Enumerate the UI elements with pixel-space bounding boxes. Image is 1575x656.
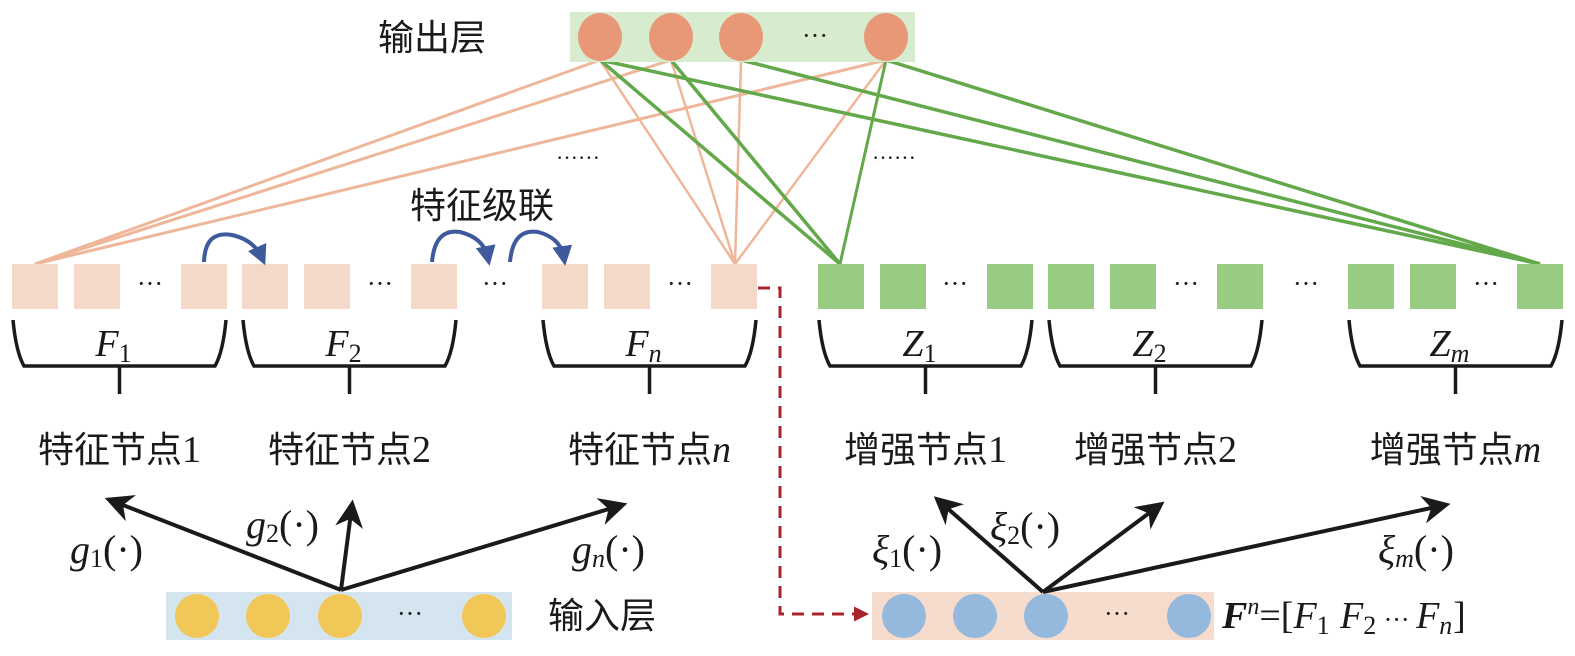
- row-ellipsis: ···: [1293, 269, 1319, 298]
- feature-output-connection: [669, 59, 737, 265]
- mapping-arrow-g2: [335, 499, 364, 591]
- input-node: [175, 594, 219, 638]
- enhancement-group-label: 增强节点2: [1074, 429, 1237, 471]
- enhancement-connection-ellipsis: ······: [872, 145, 916, 170]
- enhancement-group-label: 增强节点1: [844, 429, 1007, 471]
- enhancement-input-node: [953, 594, 997, 638]
- cascade-arrows: [202, 229, 573, 266]
- mapping-arrow-gn: [340, 498, 628, 592]
- mapping-label-xim: ξm(·): [1378, 527, 1454, 573]
- row-ellipsis: ···: [1473, 269, 1499, 298]
- enhancement-node: [880, 264, 926, 309]
- feature-node-row: ··· ··· ··· ···: [12, 264, 757, 309]
- output-node: [864, 13, 908, 61]
- enhancement-node: [987, 264, 1033, 309]
- enhancement-output-connection: [740, 58, 1541, 266]
- enhancement-node: [1410, 264, 1456, 309]
- input-layer: ··· 输入层: [166, 592, 656, 640]
- feature-node: [711, 264, 757, 309]
- enhancement-group-label: 增强节点m: [1370, 429, 1541, 471]
- feature-group-label: 特征节点1: [38, 429, 201, 471]
- mapping-label-xi2: ξ2(·): [990, 504, 1060, 550]
- output-node: [578, 13, 622, 61]
- input-node: [246, 594, 290, 638]
- feature-output-connection: [733, 59, 743, 265]
- mapping-label-g1: g1(·): [70, 527, 143, 573]
- feature-node: [304, 264, 350, 309]
- enhancement-output-connection: [669, 58, 842, 266]
- mapping-arrow-g1: [104, 495, 342, 592]
- mapping-label-g2: g2(·): [246, 502, 319, 548]
- enhancement-node-row: ··· ··· ··· ···: [818, 264, 1563, 309]
- enhancement-node: [1110, 264, 1156, 309]
- mapping-label-xi1: ξ1(·): [872, 527, 942, 573]
- feature-output-connection: [598, 59, 737, 265]
- input-layer-label: 输入层: [548, 596, 656, 637]
- enhancement-node: [1048, 264, 1094, 309]
- group-brackets: F1 特征节点1 F2 特征节点2 Fn 特征节点n Z1 增强节点1 Z2 增强节点2 Zm 增强节…: [11, 319, 1564, 471]
- output-layer: ··· 输出层: [378, 12, 915, 62]
- output-node: [719, 13, 763, 61]
- feature-group-label: 特征节点n: [568, 429, 731, 471]
- feature-node: [604, 264, 650, 309]
- feature-output-connection: [34, 58, 672, 266]
- feature-node: [411, 264, 457, 309]
- enhancement-output-connection: [599, 58, 1541, 266]
- row-ellipsis: ···: [942, 269, 968, 298]
- feature-node: [12, 264, 58, 309]
- input-node: [318, 594, 362, 638]
- enhancement-input-layer: ···: [872, 592, 1214, 640]
- feature-node: [242, 264, 288, 309]
- feature-connection-ellipsis: ······: [556, 145, 600, 170]
- mapping-arrow-xi1: [933, 496, 1045, 594]
- enhancement-node: [1217, 264, 1263, 309]
- feature-output-connection: [34, 58, 887, 266]
- mapping-arrow-xim: [1042, 496, 1451, 594]
- enhancement-node: [1348, 264, 1394, 309]
- enhancement-input-node: [1167, 594, 1211, 638]
- enhancement-input-ellipsis: ···: [1104, 599, 1130, 628]
- enhancement-input-node: [882, 594, 926, 638]
- row-ellipsis: ···: [482, 269, 508, 298]
- cascade-arrow-3: [508, 229, 573, 266]
- feature-concat-formula: Fn=[F1 F2 ··· Fn ]: [1221, 594, 1466, 640]
- feature-node: [74, 264, 120, 309]
- connection-lines: [34, 58, 1541, 266]
- enhancement-group-symbol: Zm: [1430, 323, 1470, 368]
- feature-output-connection: [34, 58, 601, 266]
- output-node: [649, 13, 693, 61]
- feature-group-symbol: F1: [94, 323, 131, 368]
- enhancement-group-symbol: Z2: [1132, 323, 1166, 368]
- formula-text: Fn=[F1 F2 ··· Fn ]: [1221, 594, 1466, 640]
- row-ellipsis: ···: [367, 269, 393, 298]
- enhancement-group-symbol: Z1: [902, 323, 936, 368]
- enhancement-input-node: [1024, 594, 1068, 638]
- output-layer-label: 输出层: [378, 18, 486, 59]
- feature-group-symbol: F2: [324, 323, 361, 368]
- enhancement-node: [818, 264, 864, 309]
- feature-group-label: 特征节点2: [268, 429, 431, 471]
- output-layer-ellipsis: ···: [802, 21, 828, 50]
- mapping-label-gn: gn(·): [572, 527, 645, 573]
- input-node: [462, 594, 506, 638]
- feature-node: [542, 264, 588, 309]
- feature-group-symbol: Fn: [624, 323, 661, 368]
- cascade-arrow-2: [430, 229, 496, 266]
- feature-to-enhancement-dashed-link: [758, 286, 869, 622]
- row-ellipsis: ···: [1173, 269, 1199, 298]
- enhancement-output-connection: [885, 58, 1541, 266]
- enhancement-node: [1517, 264, 1563, 309]
- input-layer-ellipsis: ···: [397, 599, 423, 628]
- feature-mapping-arrows: [104, 495, 628, 592]
- enhancement-mapping-arrows: [933, 496, 1451, 594]
- feature-output-connection: [733, 59, 888, 265]
- row-ellipsis: ···: [667, 269, 693, 298]
- mapping-arrow-xi2: [1041, 501, 1165, 594]
- row-ellipsis: ···: [137, 269, 163, 298]
- feature-cascade-label: 特征级联: [410, 186, 554, 227]
- feature-node: [181, 264, 227, 309]
- cascade-arrow-1: [202, 232, 267, 266]
- enhancement-output-connection: [598, 58, 842, 266]
